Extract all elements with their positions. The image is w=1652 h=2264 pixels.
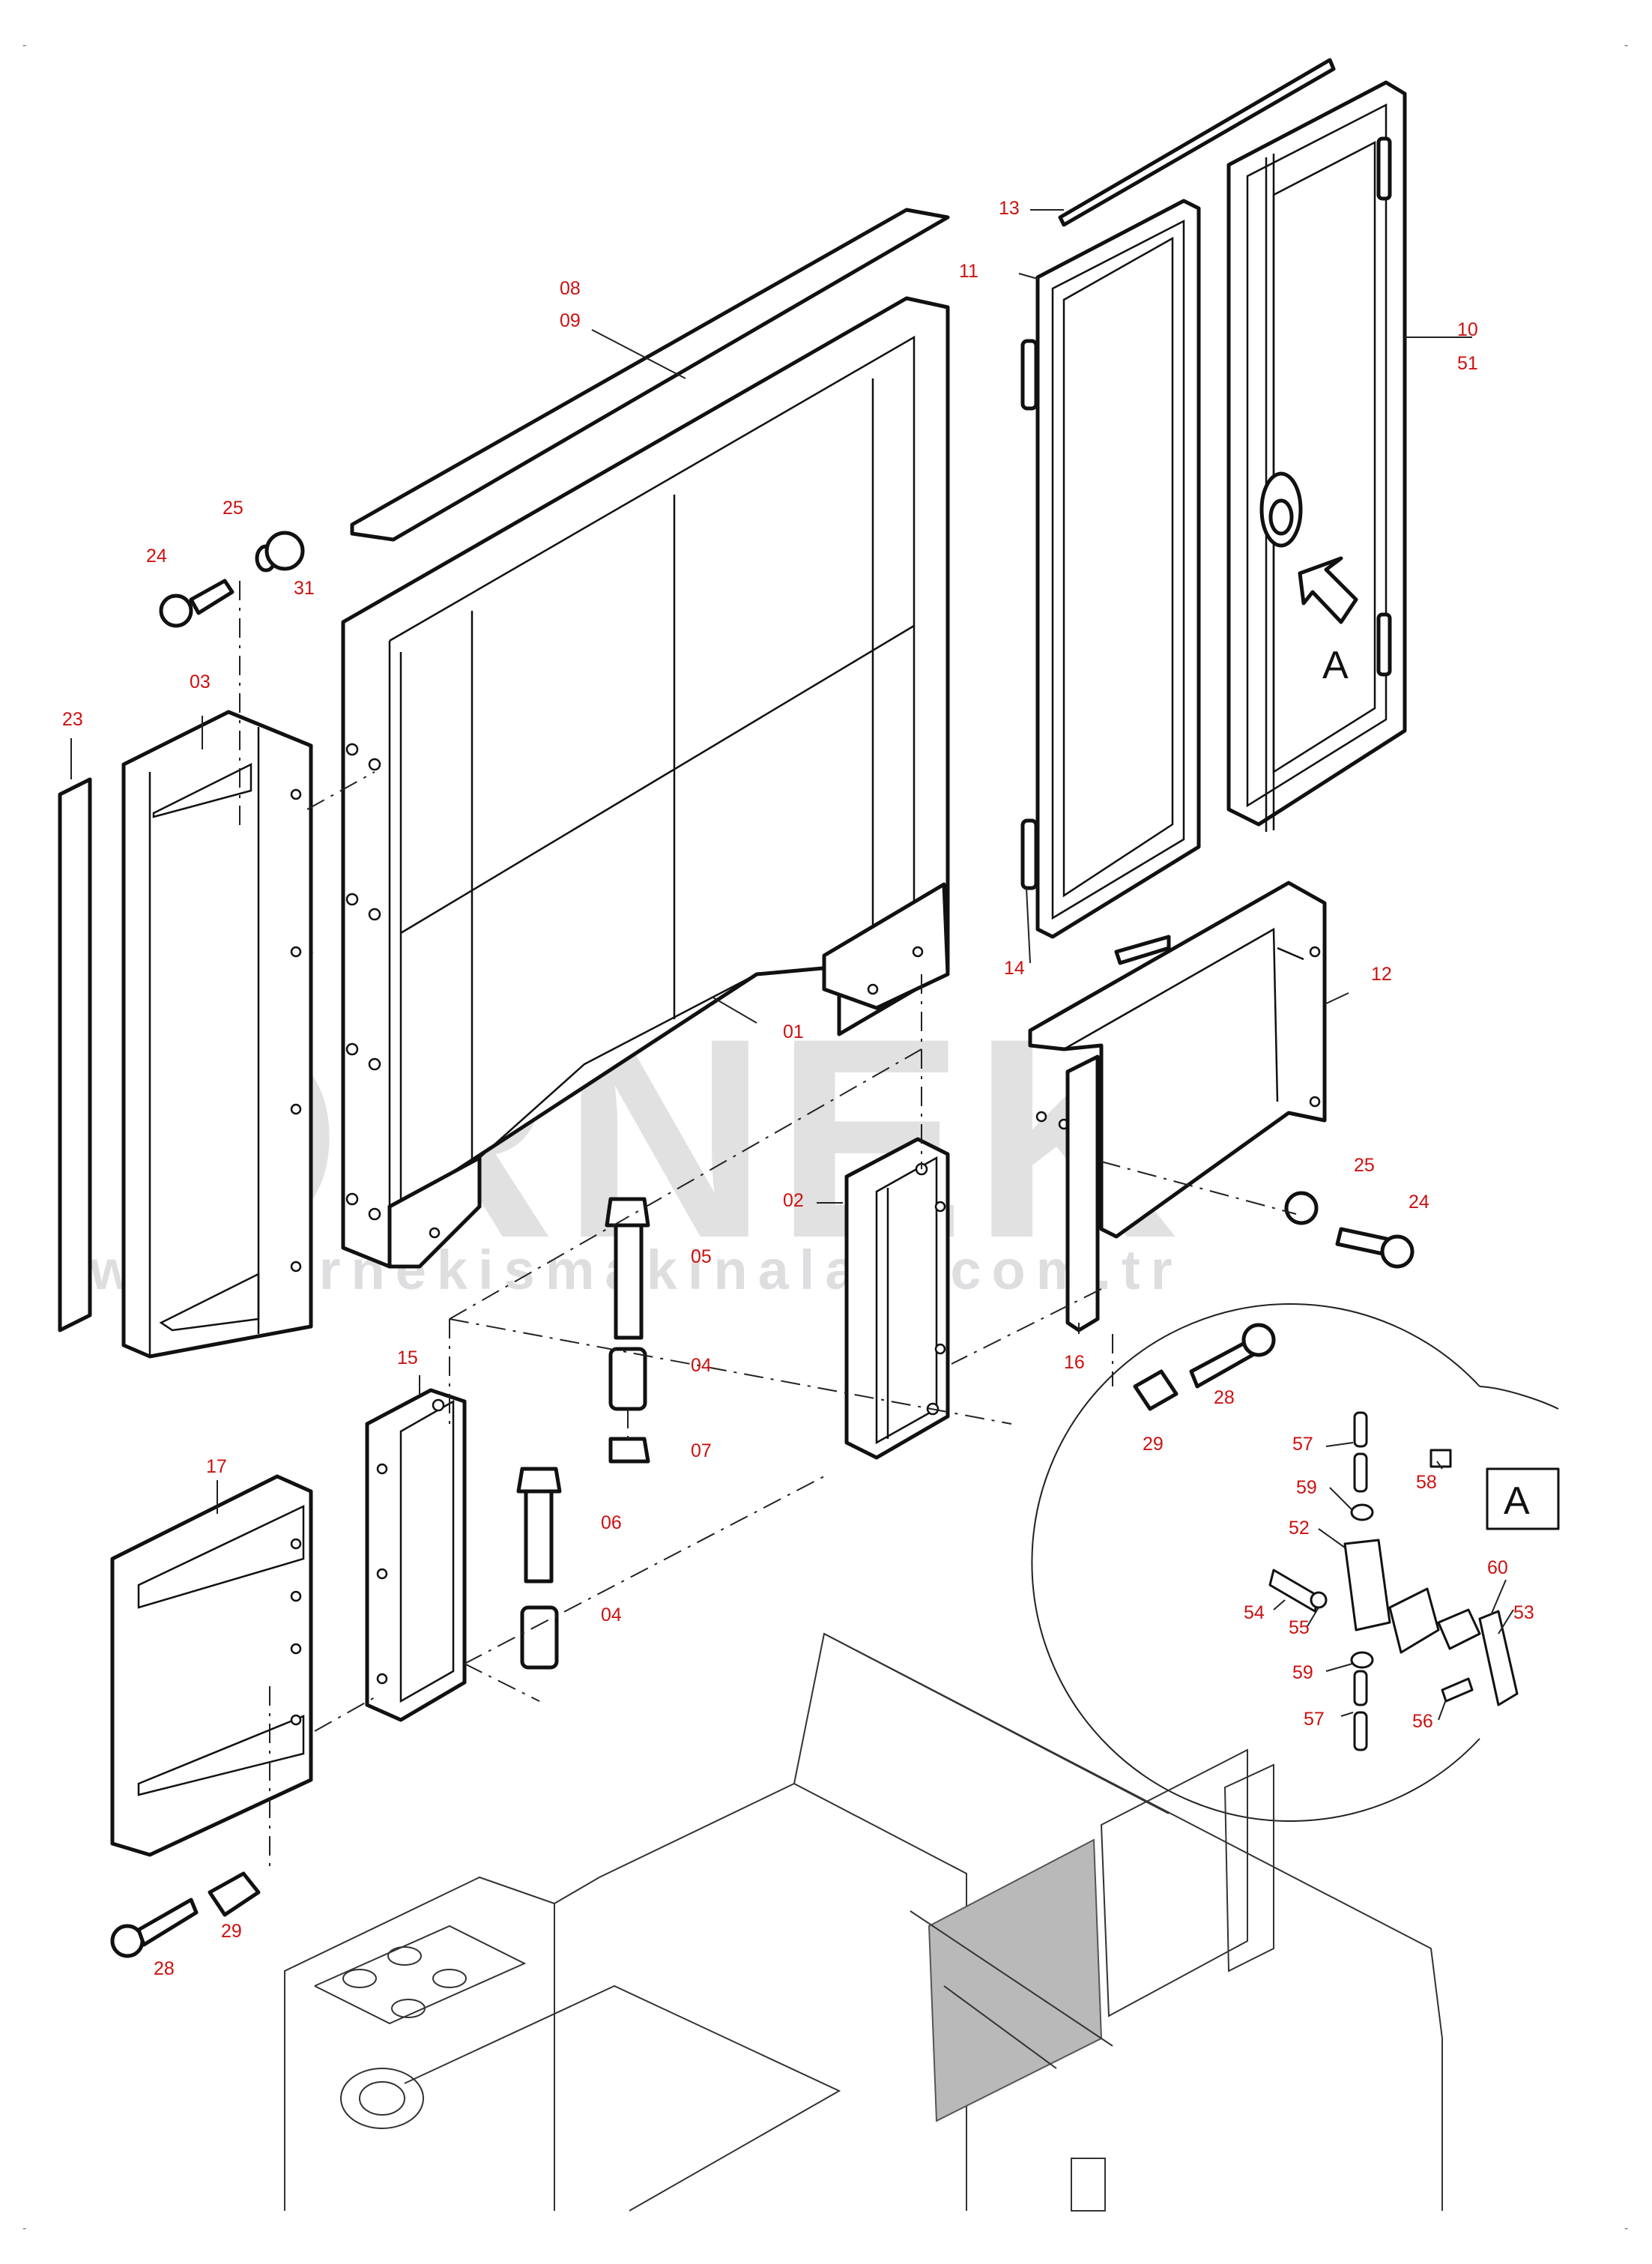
label-24b: 24 [1409, 1192, 1429, 1213]
label-14: 14 [1004, 958, 1025, 979]
label-04b: 04 [601, 1605, 622, 1625]
label-55: 55 [1289, 1617, 1310, 1638]
bolt-set-upper-left [159, 531, 305, 628]
label-53: 53 [1513, 1602, 1534, 1623]
detail-a-view: A [1031, 1303, 1560, 1822]
label-54: 54 [1244, 1602, 1265, 1623]
label-25b: 25 [1354, 1155, 1375, 1176]
label-58: 58 [1416, 1472, 1437, 1493]
part-17-lower-bracket [110, 1474, 313, 1857]
label-08: 08 [560, 278, 581, 299]
label-23: 23 [62, 709, 83, 730]
label-24a: 24 [146, 546, 167, 567]
label-01: 01 [783, 1021, 804, 1042]
part-23-strip [58, 777, 92, 1332]
bolt-set-right [1133, 1191, 1415, 1411]
detail-leaders [1273, 1442, 1514, 1721]
part-13-strip [1058, 58, 1336, 227]
leader-lines [70, 209, 1472, 1514]
part-03-left-post [121, 710, 313, 1359]
label-15: 15 [397, 1347, 418, 1368]
corner-mark-tr: - [1624, 39, 1628, 52]
label-57b: 57 [1304, 1709, 1325, 1730]
part-15-post [365, 1388, 467, 1722]
label-25a: 25 [223, 498, 243, 519]
label-07: 07 [691, 1440, 712, 1461]
part-02-post [844, 1137, 950, 1460]
label-17: 17 [206, 1456, 227, 1477]
label-06: 06 [601, 1512, 622, 1533]
label-31: 31 [294, 578, 315, 599]
label-02: 02 [783, 1190, 804, 1211]
bolt-set-lower [516, 1467, 562, 1670]
part-16-bar [1065, 1054, 1100, 1332]
label-59b: 59 [1292, 1662, 1313, 1683]
corner-mark-bl: - [22, 2222, 26, 2235]
label-29b: 29 [221, 1921, 242, 1942]
bolt-set-lower-left [110, 1871, 261, 1958]
label-29a: 29 [1143, 1434, 1164, 1455]
machine-outline [284, 1632, 1443, 2212]
part-10-door-frame: A [1226, 80, 1407, 832]
detail-a-label: A [1504, 1479, 1530, 1523]
label-28a: 28 [1214, 1387, 1235, 1408]
label-51: 51 [1457, 353, 1478, 374]
label-52: 52 [1289, 1518, 1310, 1539]
corner-mark-tl: - [22, 39, 26, 52]
label-56: 56 [1412, 1711, 1433, 1732]
detail-a-arrow [1298, 556, 1358, 624]
label-28b: 28 [154, 1958, 175, 1979]
label-60: 60 [1487, 1557, 1508, 1578]
label-57a: 57 [1292, 1434, 1313, 1455]
assembly-lines [239, 581, 1297, 1874]
label-04a: 04 [691, 1355, 712, 1376]
corner-mark-br: - [1624, 2222, 1628, 2235]
part-labels: 01 02 03 04 04 05 06 07 08 09 10 11 12 1… [62, 198, 1534, 1979]
part-01-main-frame [341, 296, 950, 1269]
part-11-door-panel [1020, 199, 1201, 939]
label-05: 05 [691, 1246, 712, 1267]
detail-a-marker: A [1322, 644, 1349, 687]
bolt-set-center [605, 1197, 650, 1464]
label-16: 16 [1064, 1352, 1085, 1373]
label-59a: 59 [1296, 1477, 1317, 1498]
label-09: 09 [560, 310, 581, 331]
part-12-upper-bracket [1028, 881, 1327, 1239]
label-11: 11 [959, 261, 978, 282]
label-03: 03 [190, 671, 211, 692]
label-10: 10 [1457, 319, 1478, 340]
label-13: 13 [999, 198, 1020, 219]
part-08-top-strip [350, 208, 950, 542]
label-12: 12 [1371, 964, 1392, 985]
